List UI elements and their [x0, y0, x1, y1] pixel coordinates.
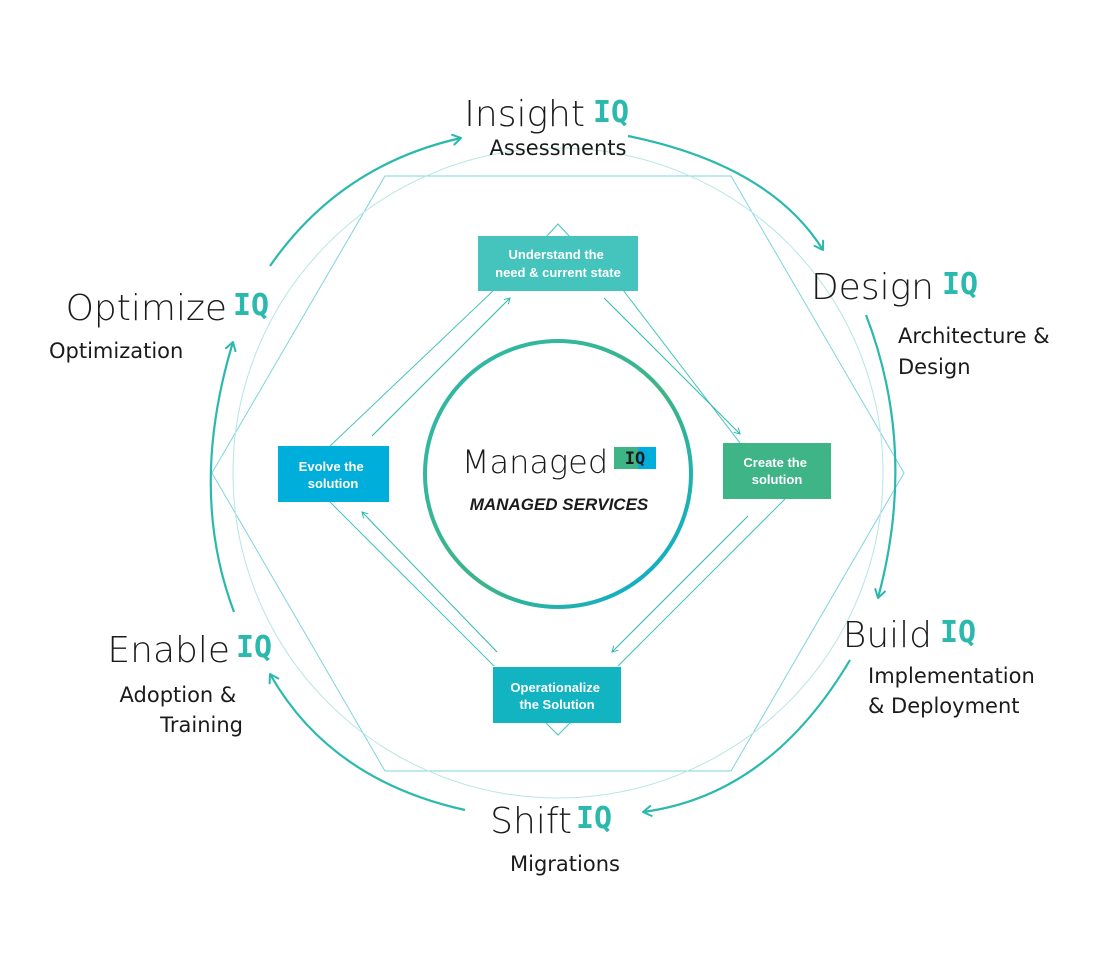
design-iq-logo: IQ [942, 267, 978, 302]
cycle-enable: Enable IQ Adoption & Training [107, 630, 272, 737]
arrow-optimize-to-insight [269, 133, 462, 267]
optimize-title: Optimize [66, 288, 227, 329]
build-subtitle-line-2: & Deployment [868, 694, 1020, 718]
step-operationalize-line-2: the Solution [519, 697, 594, 712]
cycle-design: Design IQ Architecture & Design [811, 267, 1056, 379]
shift-subtitle: Migrations [510, 852, 620, 876]
arrow-understand-to-create [603, 297, 741, 435]
arrow-create-to-operationalize [611, 515, 749, 653]
optimize-subtitle: Optimization [49, 339, 183, 363]
enable-subtitle-line-2: Training [159, 713, 243, 737]
svg-text:Understand the need & cu: Understand the need & current state [495, 247, 621, 280]
cycle-insight: Insight IQ Assessments [464, 94, 629, 160]
arrow-enable-to-optimize [209, 341, 237, 613]
svg-text:Architecture & Design: Architecture & Design [898, 324, 1056, 379]
design-subtitle-line-2: Design [898, 355, 971, 379]
step-operationalize: Operationalize the Solution [493, 667, 621, 723]
center-iq-badge-label: IQ [625, 449, 645, 469]
step-create: Create the solution [723, 443, 831, 499]
build-iq-logo: IQ [940, 615, 976, 650]
enable-subtitle-line-1: Adoption & [120, 683, 237, 707]
cycle-shift: Shift IQ Migrations [490, 801, 620, 876]
insight-subtitle: Assessments [490, 136, 627, 160]
build-title: Build [843, 615, 932, 656]
step-operationalize-box [493, 667, 621, 723]
center-ring [423, 339, 693, 609]
svg-text:Evolve the solution: Evolve the solution [299, 459, 368, 491]
step-understand: Understand the need & current state [478, 236, 638, 291]
svg-text:Operationalize the Solut: Operationalize the Solution [510, 680, 603, 712]
step-create-box [723, 443, 831, 499]
cycle-optimize: Optimize IQ Optimization [49, 288, 269, 363]
arrow-shift-to-enable [268, 673, 466, 812]
arrow-design-to-build [864, 314, 897, 599]
background-circle [232, 147, 884, 799]
svg-text:Adoption & Training: Adoption & Training [120, 683, 243, 737]
svg-text:Implementation & Deploym: Implementation & Deployment [868, 664, 1041, 718]
step-evolve-line-2: solution [308, 476, 359, 491]
cycle-build: Build IQ Implementation & Deployment [843, 615, 1041, 718]
center-iq-badge-accent [614, 447, 638, 469]
step-evolve-box [278, 446, 389, 502]
enable-title: Enable [107, 630, 230, 671]
step-create-line-1: Create the [743, 455, 807, 470]
shift-iq-logo: IQ [576, 801, 612, 836]
svg-text:Create the solution: Create the solution [743, 455, 810, 487]
optimize-iq-logo: IQ [233, 288, 269, 323]
inner-flow-arrows [361, 297, 749, 653]
center-subtitle: MANAGED SERVICES [470, 495, 649, 514]
insight-iq-logo: IQ [593, 95, 629, 130]
build-subtitle-line-1: Implementation [868, 664, 1035, 688]
cycle-arrows [209, 133, 897, 817]
arrow-evolve-to-understand [371, 297, 511, 437]
inner-diamond [329, 223, 786, 736]
arrow-build-to-shift [642, 659, 851, 817]
step-understand-box [478, 236, 638, 291]
shift-title: Shift [490, 801, 572, 842]
step-create-line-2: solution [752, 472, 803, 487]
background-hexagon [211, 175, 905, 772]
insight-title: Insight [464, 94, 585, 135]
center-title: Managed [462, 443, 608, 481]
step-evolve: Evolve the solution [278, 446, 389, 502]
design-subtitle-line-1: Architecture & [898, 324, 1050, 348]
arrow-operationalize-to-evolve [361, 511, 498, 653]
enable-iq-logo: IQ [236, 630, 272, 665]
design-title: Design [811, 267, 934, 308]
step-evolve-line-1: Evolve the [299, 459, 364, 474]
arrow-insight-to-design [627, 134, 825, 251]
step-understand-line-2: need & current state [495, 265, 621, 280]
step-understand-line-1: Understand the [509, 247, 604, 262]
step-operationalize-line-1: Operationalize [510, 680, 600, 695]
